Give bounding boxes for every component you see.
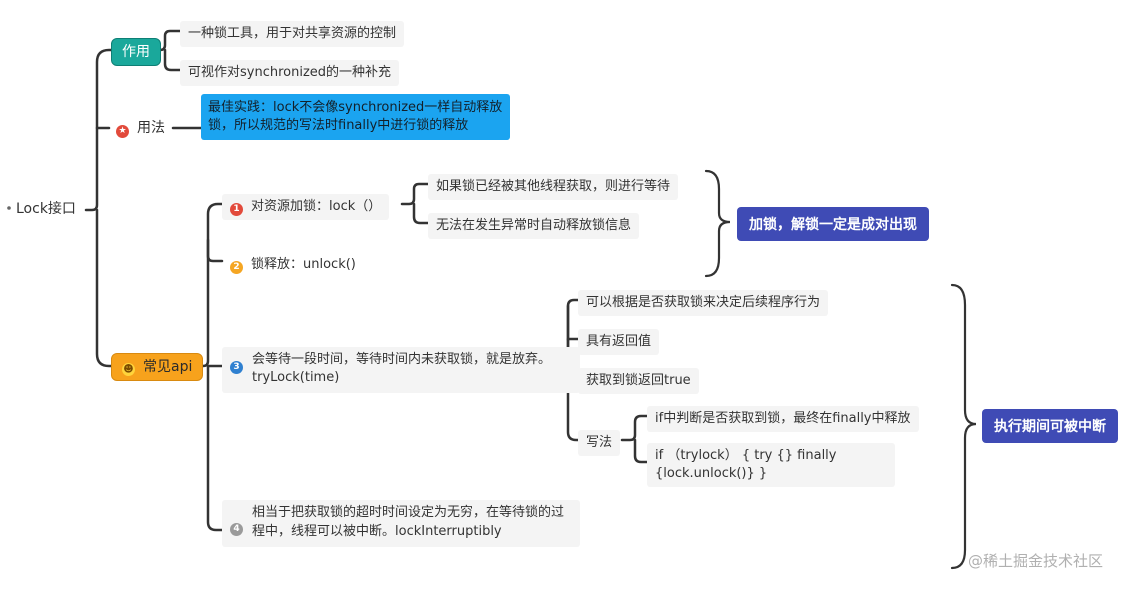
branch-usage-label: 用法: [137, 120, 165, 136]
api-item-1-text: 对资源加锁：lock（）: [251, 199, 382, 214]
api-item-1-child-1[interactable]: 如果锁已经被其他线程获取，则进行等待: [428, 174, 679, 200]
api-item-3-child-2[interactable]: 具有返回值: [578, 329, 660, 355]
root-node[interactable]: Lock接口: [16, 200, 76, 218]
connector: [84, 48, 113, 212]
connector: [149, 29, 182, 52]
usage-note-text: 最佳实践：lock不会像synchronized一样自动释放锁，所以规范的写法时…: [208, 100, 503, 133]
api-item-1[interactable]: 1 对资源加锁：lock（）: [222, 194, 390, 220]
writing-child-1[interactable]: if中判断是否获取到锁，最终在finally中释放: [647, 406, 919, 432]
summary-brace: [704, 169, 731, 278]
api-item-3-writing[interactable]: 写法: [578, 430, 621, 456]
api-item-2-text: 锁释放：unlock(): [251, 257, 356, 272]
connector: [400, 182, 430, 206]
watermark: @稀土掘金技术社区: [968, 550, 1103, 571]
connector: [206, 364, 224, 532]
connector: [566, 304, 580, 341]
connector: [95, 208, 113, 368]
number-1-icon: 1: [230, 203, 243, 216]
number-4-icon: 4: [230, 523, 243, 536]
api-item-3[interactable]: 3 会等待一段时间，等待时间内未获取锁，就是放弃。tryLock(time): [222, 347, 580, 393]
summary-brace: [950, 283, 977, 570]
summary-pair-text: 加锁，解锁一定是成对出现: [749, 217, 917, 233]
api-item-3-child-3[interactable]: 获取到锁返回true: [578, 368, 699, 394]
purpose-item-1-text: 一种锁工具，用于对共享资源的控制: [188, 26, 397, 41]
connector: [633, 438, 649, 464]
connector: [412, 202, 430, 225]
purpose-item-1[interactable]: 一种锁工具，用于对共享资源的控制: [180, 21, 405, 47]
api-item-3-child-3-text: 获取到锁返回true: [586, 373, 691, 388]
writing-child-1-text: if中判断是否获取到锁，最终在finally中释放: [655, 411, 911, 426]
api-item-1-child-2-text: 无法在发生异常时自动释放锁信息: [436, 218, 632, 233]
purpose-item-2-text: 可视作对synchronized的一种补充: [188, 65, 392, 80]
smile-icon: ☻: [122, 363, 135, 376]
number-3-icon: 3: [230, 361, 243, 374]
connector: [194, 202, 224, 368]
branch-usage[interactable]: ★ 用法: [116, 119, 165, 138]
api-item-3-child-1-text: 可以根据是否获取锁来决定后续程序行为: [586, 295, 821, 310]
api-item-3-text: 会等待一段时间，等待时间内未获取锁，就是放弃。tryLock(time): [252, 352, 552, 385]
number-2-icon: 2: [230, 261, 243, 274]
usage-note[interactable]: 最佳实践：lock不会像synchronized一样自动释放锁，所以规范的写法时…: [201, 94, 510, 140]
connector: [620, 414, 649, 442]
root-handle: [7, 206, 11, 210]
branch-api[interactable]: ☻ 常见api: [111, 353, 204, 381]
summary-interruptible-text: 执行期间可被中断: [994, 419, 1106, 435]
star-icon: ★: [116, 125, 129, 138]
api-item-3-child-1[interactable]: 可以根据是否获取锁来决定后续程序行为: [578, 290, 829, 316]
connector: [163, 48, 182, 72]
api-item-4-text: 相当于把获取锁的超时时间设定为无穷，在等待锁的过程中，线程可以被中断。lockI…: [252, 505, 565, 539]
branch-purpose[interactable]: 作用: [111, 38, 161, 66]
purpose-item-2[interactable]: 可视作对synchronized的一种补充: [180, 60, 400, 86]
api-item-2[interactable]: 2 锁释放：unlock(): [222, 252, 364, 278]
writing-child-2-text: if （trylock） { try {} finally {lock.unlo…: [655, 448, 837, 481]
branch-purpose-label: 作用: [122, 44, 150, 60]
connector: [566, 376, 580, 442]
api-item-3-writing-label: 写法: [586, 435, 613, 450]
watermark-text: @稀土掘金技术社区: [968, 552, 1104, 570]
api-item-3-child-2-text: 具有返回值: [586, 334, 652, 349]
branch-api-label: 常见api: [143, 359, 193, 375]
writing-child-2[interactable]: if （trylock） { try {} finally {lock.unlo…: [647, 443, 895, 487]
api-item-4[interactable]: 4 相当于把获取锁的超时时间设定为无穷，在等待锁的过程中，线程可以被中断。lock…: [222, 500, 580, 547]
summary-interruptible[interactable]: 执行期间可被中断: [982, 409, 1118, 443]
api-item-1-child-2[interactable]: 无法在发生异常时自动释放锁信息: [428, 213, 640, 239]
api-item-1-child-1-text: 如果锁已经被其他线程获取，则进行等待: [436, 179, 671, 194]
connector: [206, 238, 224, 263]
root-label: Lock接口: [16, 201, 76, 217]
summary-pair[interactable]: 加锁，解锁一定是成对出现: [737, 207, 929, 241]
